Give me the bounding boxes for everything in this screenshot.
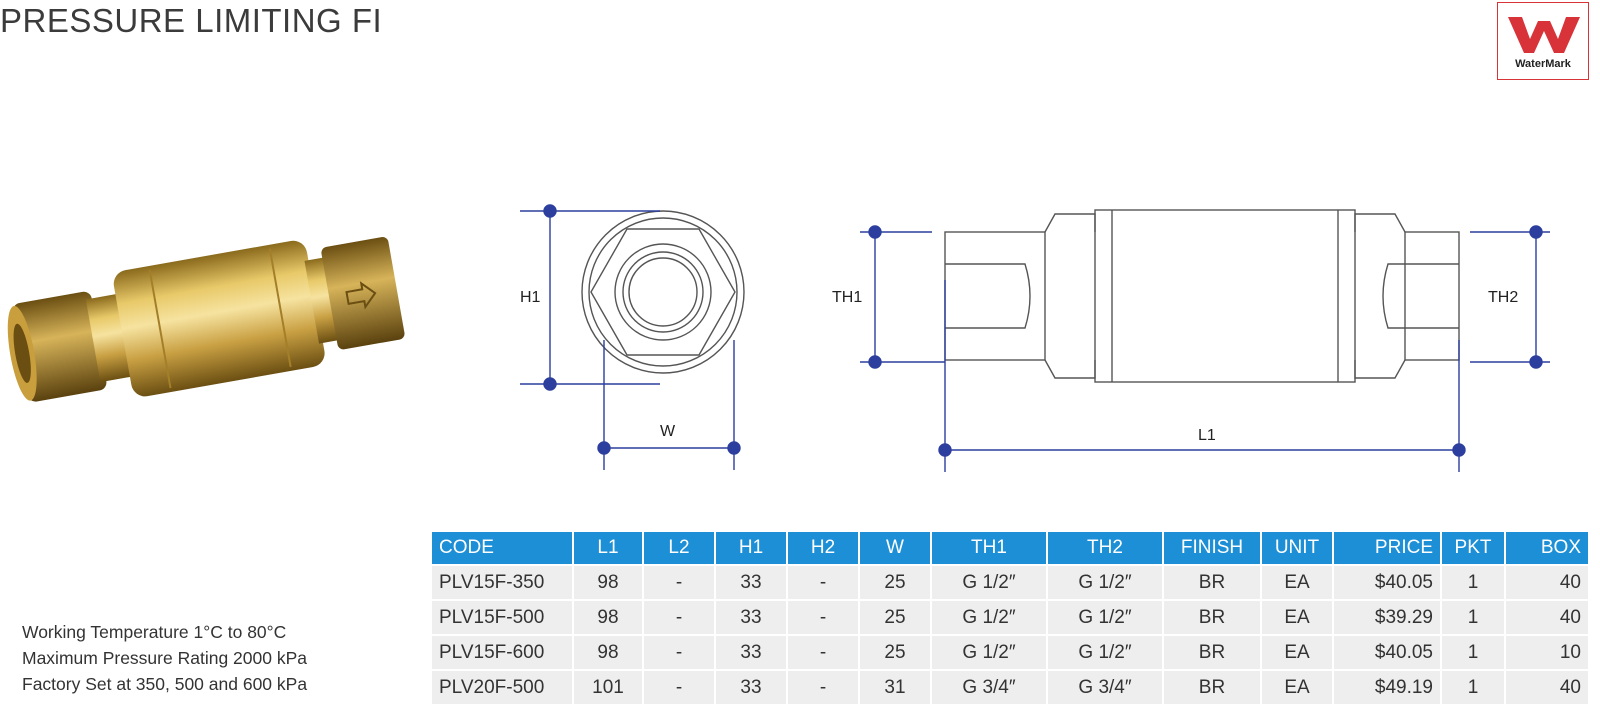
cell-price: $39.29 bbox=[1334, 601, 1440, 634]
cell-unit: EA bbox=[1262, 671, 1332, 704]
col-header-h2: H2 bbox=[788, 532, 858, 564]
col-header-price: PRICE bbox=[1334, 532, 1440, 564]
dim-label-th1: TH1 bbox=[832, 289, 862, 306]
col-header-th1: TH1 bbox=[932, 532, 1046, 564]
cell-finish: BR bbox=[1164, 566, 1260, 599]
col-header-box: BOX bbox=[1506, 532, 1588, 564]
h1-top-dot bbox=[543, 204, 557, 218]
col-header-th2: TH2 bbox=[1048, 532, 1162, 564]
table-row: PLV15F-350 98 - 33 - 25 G 1/2″ G 1/2″ BR… bbox=[432, 566, 1588, 599]
col-header-l1: L1 bbox=[574, 532, 642, 564]
cell-price: $40.05 bbox=[1334, 566, 1440, 599]
col-header-unit: UNIT bbox=[1262, 532, 1332, 564]
cell-finish: BR bbox=[1164, 636, 1260, 669]
cell-code: PLV20F-500 bbox=[432, 671, 572, 704]
cell-unit: EA bbox=[1262, 601, 1332, 634]
cell-l1: 98 bbox=[574, 566, 642, 599]
cell-l1: 98 bbox=[574, 601, 642, 634]
cell-h1: 33 bbox=[716, 601, 786, 634]
cell-price: $40.05 bbox=[1334, 636, 1440, 669]
cell-pkt: 1 bbox=[1442, 601, 1504, 634]
cell-pkt: 1 bbox=[1442, 636, 1504, 669]
cell-l2: - bbox=[644, 671, 714, 704]
product-table: CODE L1 L2 H1 H2 W TH1 TH2 FINISH UNIT P… bbox=[430, 530, 1590, 706]
cell-th1: G 1/2″ bbox=[932, 636, 1046, 669]
cell-th2: G 1/2″ bbox=[1048, 566, 1162, 599]
col-header-pkt: PKT bbox=[1442, 532, 1504, 564]
cell-box: 40 bbox=[1506, 566, 1588, 599]
cell-box: 40 bbox=[1506, 601, 1588, 634]
product-photo bbox=[0, 200, 420, 450]
cell-price: $49.19 bbox=[1334, 671, 1440, 704]
col-header-l2: L2 bbox=[644, 532, 714, 564]
cell-box: 10 bbox=[1506, 636, 1588, 669]
cell-h1: 33 bbox=[716, 636, 786, 669]
cell-w: 31 bbox=[860, 671, 930, 704]
cell-l2: - bbox=[644, 566, 714, 599]
cell-unit: EA bbox=[1262, 566, 1332, 599]
cell-pkt: 1 bbox=[1442, 566, 1504, 599]
spec-line: Maximum Pressure Rating 2000 kPa bbox=[22, 648, 307, 668]
cell-h2: - bbox=[788, 566, 858, 599]
h1-bottom-dot bbox=[543, 377, 557, 391]
cell-l1: 98 bbox=[574, 636, 642, 669]
spec-line: Factory Set at 350, 500 and 600 kPa bbox=[22, 674, 308, 694]
watermark-logo-text: WaterMark bbox=[1515, 58, 1571, 70]
cell-code: PLV15F-600 bbox=[432, 636, 572, 669]
cell-finish: BR bbox=[1164, 671, 1260, 704]
cell-code: PLV15F-500 bbox=[432, 601, 572, 634]
cell-th2: G 1/2″ bbox=[1048, 636, 1162, 669]
table-row: PLV15F-600 98 - 33 - 25 G 1/2″ G 1/2″ BR… bbox=[432, 636, 1588, 669]
cell-h2: - bbox=[788, 671, 858, 704]
col-header-h1: H1 bbox=[716, 532, 786, 564]
dim-label-l1: L1 bbox=[1198, 427, 1216, 444]
dim-label-h1: H1 bbox=[520, 289, 541, 306]
cell-h1: 33 bbox=[716, 566, 786, 599]
page-title: PRESSURE LIMITING FI bbox=[0, 2, 383, 39]
col-header-finish: FINISH bbox=[1164, 532, 1260, 564]
spec-line: Working Temperature 1°C to 80°C bbox=[22, 622, 287, 642]
cell-th1: G 3/4″ bbox=[932, 671, 1046, 704]
cell-th1: G 1/2″ bbox=[932, 601, 1046, 634]
cell-l1: 101 bbox=[574, 671, 642, 704]
cell-pkt: 1 bbox=[1442, 671, 1504, 704]
cell-unit: EA bbox=[1262, 636, 1332, 669]
spec-notes: Working Temperature 1°C to 80°C Maximum … bbox=[22, 619, 307, 697]
cell-w: 25 bbox=[860, 601, 930, 634]
cell-h2: - bbox=[788, 601, 858, 634]
cell-th1: G 1/2″ bbox=[932, 566, 1046, 599]
cell-h2: - bbox=[788, 636, 858, 669]
cell-box: 40 bbox=[1506, 671, 1588, 704]
watermark-w-icon bbox=[1508, 17, 1580, 53]
cell-th2: G 1/2″ bbox=[1048, 601, 1162, 634]
table-row: PLV20F-500 101 - 33 - 31 G 3/4″ G 3/4″ B… bbox=[432, 671, 1588, 704]
watermark-logo: WaterMark bbox=[1497, 2, 1589, 80]
cell-th2: G 3/4″ bbox=[1048, 671, 1162, 704]
cell-code: PLV15F-350 bbox=[432, 566, 572, 599]
dim-label-w: W bbox=[660, 423, 676, 440]
col-header-code: CODE bbox=[432, 532, 572, 564]
table-row: PLV15F-500 98 - 33 - 25 G 1/2″ G 1/2″ BR… bbox=[432, 601, 1588, 634]
cell-w: 25 bbox=[860, 636, 930, 669]
cell-w: 25 bbox=[860, 566, 930, 599]
table-header-row: CODE L1 L2 H1 H2 W TH1 TH2 FINISH UNIT P… bbox=[432, 532, 1588, 564]
cell-l2: - bbox=[644, 601, 714, 634]
col-header-w: W bbox=[860, 532, 930, 564]
cell-l2: - bbox=[644, 636, 714, 669]
cell-h1: 33 bbox=[716, 671, 786, 704]
cell-finish: BR bbox=[1164, 601, 1260, 634]
dim-label-th2: TH2 bbox=[1488, 289, 1518, 306]
